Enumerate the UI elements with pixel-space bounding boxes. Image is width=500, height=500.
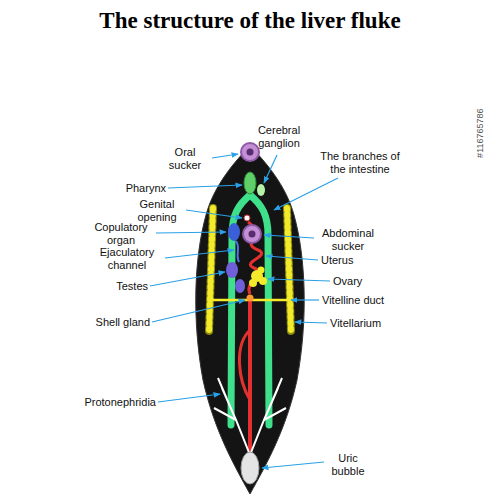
protonephridia — [214, 378, 286, 455]
part-label: Vitelline duct — [322, 294, 412, 307]
genital-opening — [244, 215, 250, 221]
leader-line — [186, 210, 242, 218]
ovary — [249, 267, 267, 288]
part-label: Testes — [106, 280, 148, 293]
leader-line — [156, 232, 226, 233]
leader-line — [165, 250, 234, 258]
leader-line — [274, 178, 338, 210]
pharynx — [244, 172, 256, 194]
part-label: Shell gland — [82, 316, 150, 329]
leader-line — [268, 279, 330, 281]
abdominal-sucker — [243, 225, 261, 243]
leader-line — [152, 300, 245, 322]
vitellarium-left — [209, 208, 213, 332]
leader-line — [264, 235, 314, 238]
excretory-canal — [248, 300, 252, 452]
part-label: The branches of the intestine — [318, 150, 402, 175]
part-label: Protonephridia — [70, 396, 156, 409]
vitellarium-left-beads — [209, 208, 213, 332]
leader-line — [266, 256, 318, 260]
part-label: Uterus — [321, 254, 369, 267]
leader-line — [150, 272, 225, 286]
vitellarium-right-beads — [287, 208, 291, 332]
ejaculatory-channel — [236, 241, 239, 262]
leader-line — [291, 299, 319, 300]
cerebral-ganglion — [257, 184, 265, 196]
leader-line — [168, 185, 242, 188]
fluke-body — [196, 146, 304, 494]
testis — [226, 262, 238, 278]
excretory-loop — [239, 330, 250, 400]
leader-line — [158, 394, 220, 402]
part-label: Copulatory organ — [88, 221, 154, 246]
oral-sucker-mouth — [247, 149, 254, 156]
leader-line — [264, 155, 277, 183]
copulatory-organ — [228, 223, 240, 241]
part-label: Cerebral ganglion — [250, 124, 308, 149]
part-label: Vitellarium — [330, 317, 410, 330]
oral-sucker — [241, 143, 259, 161]
watermark-id: #116765786 — [475, 73, 485, 193]
part-label: Pharynx — [112, 182, 166, 195]
part-label: Oral sucker — [160, 146, 210, 171]
leader-line — [212, 154, 238, 158]
uric-bubble — [241, 452, 259, 484]
part-label: Genital opening — [130, 198, 184, 223]
part-label: Abdominal sucker — [317, 227, 379, 252]
leader-line — [262, 462, 324, 468]
leader-lines — [150, 154, 338, 468]
testis — [235, 279, 245, 293]
abdominal-sucker-center — [249, 231, 256, 238]
part-label: Ejaculatory channel — [92, 246, 162, 271]
diagram-title: The structure of the liver fluke — [0, 8, 500, 34]
part-label: Uric bubble — [326, 452, 370, 477]
shell-gland — [247, 295, 254, 302]
part-label: Ovary — [333, 275, 377, 288]
leader-line — [295, 322, 327, 323]
vitellarium-right — [287, 208, 291, 332]
